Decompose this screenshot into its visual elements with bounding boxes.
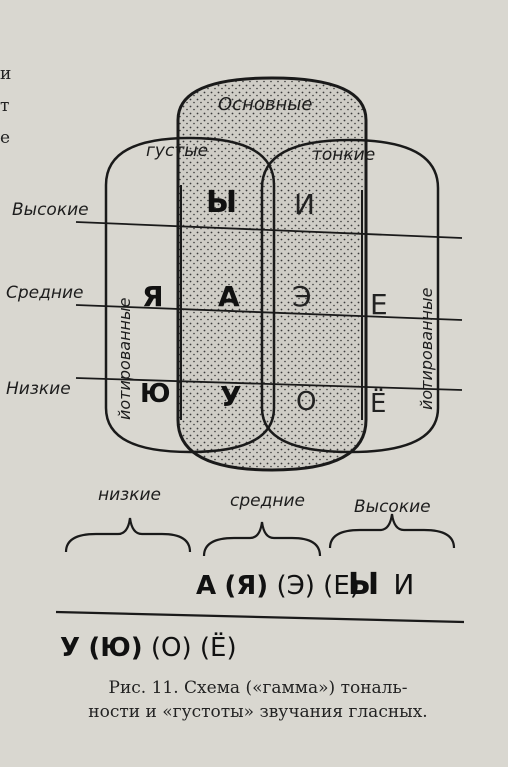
row-label-srednie: Средние	[6, 283, 84, 303]
scale-label-vysokie: Высокие	[354, 497, 431, 517]
scale-vowel-ye: (Е)	[323, 571, 360, 601]
margin-char-1: и	[0, 64, 12, 84]
gustye-region	[104, 136, 276, 454]
brace-srednie	[202, 521, 322, 557]
scale-vowel-e-rev: (Э)	[276, 571, 314, 601]
scale-label-srednie: средние	[230, 491, 305, 511]
tonkie-region	[260, 138, 440, 454]
vowel-a: А	[218, 280, 240, 313]
vowel-u: У	[220, 380, 242, 413]
label-gustye: густые	[146, 141, 208, 161]
scale-vowel-ya: (Я)	[224, 571, 268, 601]
row-line-high	[75, 221, 463, 239]
scale-label-nizkie: низкие	[98, 485, 161, 505]
brace-nizkie	[64, 517, 192, 553]
scale-vowel-o: (О)	[151, 633, 192, 663]
scale-vowel-u: У	[60, 633, 80, 663]
vowel-ya: Я	[142, 280, 164, 313]
margin-char-3: е	[0, 128, 11, 148]
row-label-nizkie: Низкие	[6, 379, 71, 399]
vowel-e-rev: Э	[292, 280, 312, 313]
scale-vowel-yu: (Ю)	[88, 633, 142, 663]
vowel-scheme-diagram: Основные густые тонкие йотированные йоти…	[6, 76, 465, 663]
label-iotirovannye-left: йотированные	[115, 297, 134, 420]
vowel-i: И	[294, 188, 315, 221]
caption-line-2: ности и «густоты» звучания гласных.	[88, 702, 428, 722]
figure-caption: Рис. 11. Схема («гамма») тональ- ности и…	[30, 676, 486, 724]
brace-vysokie	[328, 513, 456, 549]
scale-vowel-a: А	[196, 571, 216, 601]
label-tonkie: тонкие	[312, 145, 375, 165]
margin-char-2: т	[0, 96, 10, 116]
scale-lower-row: У (Ю) (О) (Ё)	[60, 631, 237, 663]
label-iotirovannye-right: йотированные	[417, 287, 436, 410]
caption-line-1: Рис. 11. Схема («гамма») тональ-	[108, 678, 408, 698]
row-label-vysokie: Высокие	[12, 200, 89, 220]
vowel-y: Ы	[206, 185, 237, 220]
vowel-yo: Ё	[370, 387, 386, 419]
vowel-ye: Е	[370, 288, 388, 321]
scale-vowel-y: Ы	[348, 567, 379, 602]
row-line-mid	[75, 304, 463, 321]
scale-vowel-i: И	[393, 568, 414, 601]
osnovnye-region	[176, 76, 368, 472]
row-line-low	[75, 377, 463, 391]
label-osnovnye: Основные	[218, 94, 313, 115]
vowel-yu: Ю	[140, 379, 171, 409]
scale-vowel-yo: (Ё)	[200, 631, 237, 663]
vowel-o: О	[296, 387, 316, 417]
scale-upper-row: А (Я) (Э) (Е) Ы И	[196, 567, 414, 602]
scale-base-line	[55, 610, 465, 624]
